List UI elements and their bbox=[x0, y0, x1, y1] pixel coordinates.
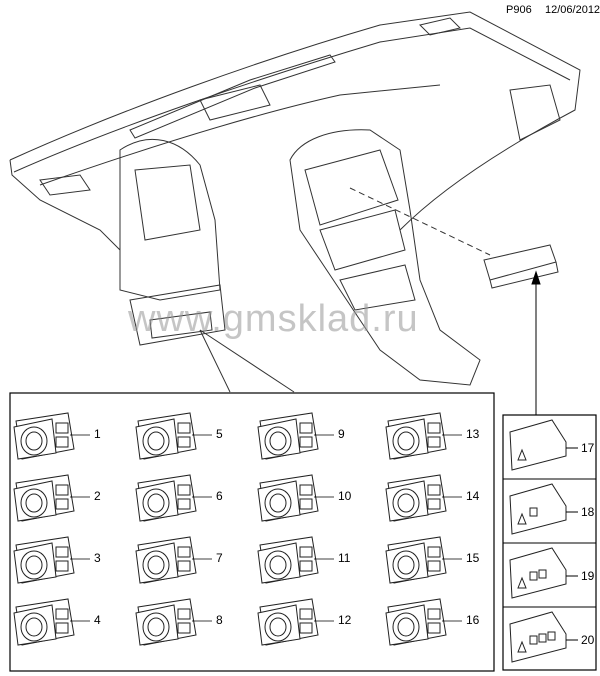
switch-module-16 bbox=[385, 598, 447, 646]
switch-module-8 bbox=[135, 598, 197, 646]
switch-callout-8: 8 bbox=[216, 613, 223, 627]
switch-callout-6: 6 bbox=[216, 489, 223, 503]
hazard-panel-19 bbox=[509, 547, 567, 599]
switch-callout-10: 10 bbox=[338, 489, 352, 503]
switch-module-7 bbox=[135, 536, 197, 584]
switch-callout-11: 11 bbox=[338, 551, 351, 565]
switch-callout-4: 4 bbox=[94, 613, 101, 627]
switch-callout-15: 15 bbox=[466, 551, 480, 565]
panel-group bbox=[509, 419, 578, 663]
switch-module-11 bbox=[257, 536, 319, 584]
switch-group bbox=[13, 412, 447, 646]
diagram-code: P906 bbox=[506, 4, 532, 16]
switch-callout-16: 16 bbox=[466, 613, 480, 627]
switch-module-14 bbox=[385, 474, 447, 522]
switch-module-4 bbox=[13, 598, 75, 646]
switch-callout-1: 1 bbox=[94, 427, 101, 441]
switch-callout-12: 12 bbox=[338, 613, 352, 627]
diagram-date: 12/06/2012 bbox=[545, 4, 600, 16]
switch-callout-3: 3 bbox=[94, 551, 101, 565]
switch-callout-13: 13 bbox=[466, 427, 480, 441]
switch-module-9 bbox=[257, 412, 319, 460]
hazard-panel-17 bbox=[509, 419, 567, 471]
switch-module-13 bbox=[385, 412, 447, 460]
switch-module-12 bbox=[257, 598, 319, 646]
watermark: www.gmsklad.ru bbox=[128, 298, 419, 340]
switch-callout-7: 7 bbox=[216, 551, 223, 565]
switch-module-10 bbox=[257, 474, 319, 522]
switch-callout-5: 5 bbox=[216, 427, 223, 441]
switch-module-1 bbox=[13, 412, 75, 460]
switch-callout-2: 2 bbox=[94, 489, 101, 503]
panel-callout-18: 18 bbox=[581, 505, 595, 519]
switch-module-2 bbox=[13, 474, 75, 522]
switch-callout-9: 9 bbox=[338, 427, 345, 441]
switch-module-15 bbox=[385, 536, 447, 584]
switch-callout-14: 14 bbox=[466, 489, 480, 503]
panel-callout-19: 19 bbox=[581, 569, 595, 583]
switch-module-5 bbox=[135, 412, 197, 460]
switch-module-3 bbox=[13, 536, 75, 584]
hazard-panel-20 bbox=[509, 611, 567, 663]
panel-callout-17: 17 bbox=[581, 441, 595, 455]
switch-module-6 bbox=[135, 474, 197, 522]
hazard-panel-18 bbox=[509, 483, 567, 535]
panel-callout-20: 20 bbox=[581, 633, 595, 647]
